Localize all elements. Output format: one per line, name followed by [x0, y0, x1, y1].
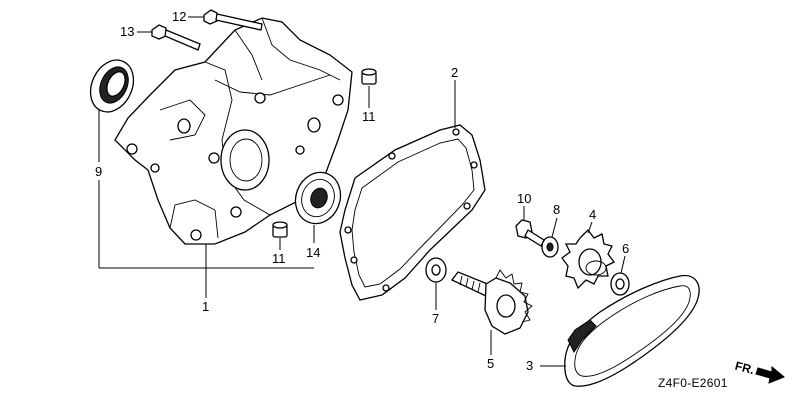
callout-7: 7 [432, 311, 439, 326]
part-11-dowel-pin-upper [361, 68, 377, 85]
part-6-washer [610, 272, 630, 296]
part-14-bearing [294, 171, 342, 225]
callout-labels: 12 13 2 11 9 10 8 4 6 14 11 1 7 5 3 [95, 9, 629, 373]
part-9-oil-seal [89, 59, 135, 113]
callout-5: 5 [487, 356, 494, 371]
part-12-flange-bolt [203, 9, 263, 31]
callout-9: 9 [95, 164, 102, 179]
front-direction-indicator: FR. [734, 359, 785, 384]
callout-12: 12 [172, 9, 186, 24]
arrow-right-icon [755, 365, 785, 384]
callout-4: 4 [589, 207, 596, 222]
part-13-flange-bolt [151, 24, 201, 51]
part-1-case-cover [114, 17, 353, 245]
leader-lines [98, 16, 626, 367]
callout-1: 1 [202, 299, 209, 314]
callout-13: 13 [120, 24, 134, 39]
callout-10: 10 [517, 191, 531, 206]
part-7-washer [425, 257, 447, 283]
part-8-washer [541, 236, 559, 258]
part-11-dowel-pin-lower [272, 221, 288, 238]
front-label: FR. [734, 359, 756, 378]
part-5-sprocket-shaft [451, 269, 533, 335]
part-3-chain [564, 274, 700, 387]
callout-8: 8 [553, 202, 560, 217]
part-2-gasket [339, 124, 486, 301]
callout-2: 2 [451, 65, 458, 80]
diagram-code: Z4F0-E2601 [658, 376, 728, 390]
callout-14: 14 [306, 245, 320, 260]
callout-11-upper: 11 [362, 109, 376, 124]
callout-6: 6 [622, 241, 629, 256]
part-4-driven-sprocket [561, 229, 615, 290]
callout-11-lower: 11 [272, 251, 286, 266]
part-10-bolt [515, 219, 545, 247]
callout-3: 3 [526, 358, 533, 373]
